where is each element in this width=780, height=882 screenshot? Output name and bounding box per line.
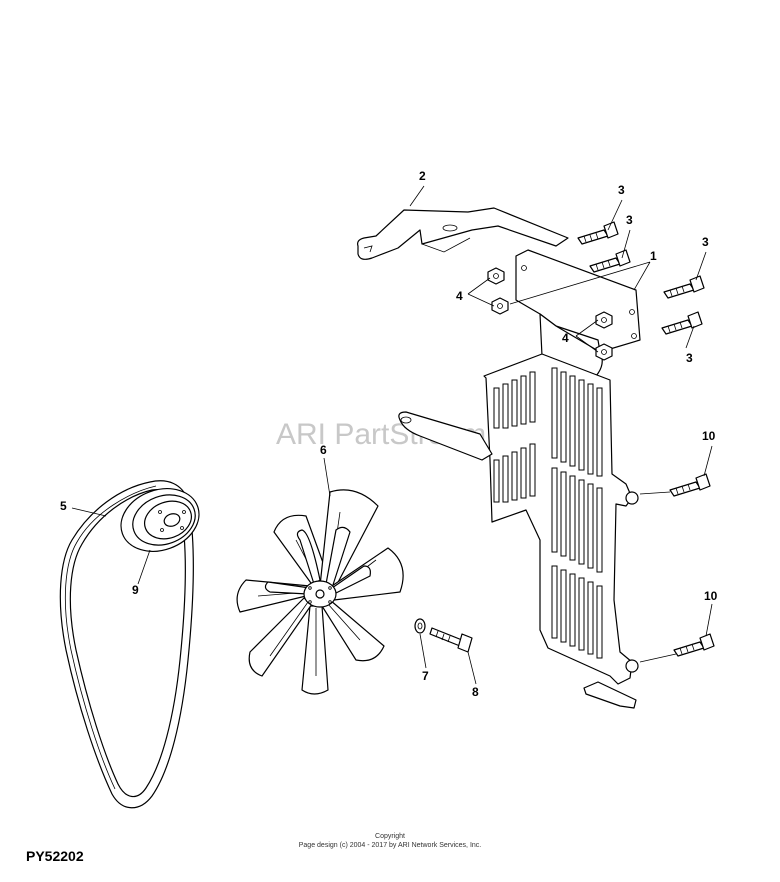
callout-7[interactable]: 7: [422, 669, 429, 683]
callout-3[interactable]: 3: [626, 213, 633, 227]
part-10-screw[interactable]: [669, 473, 711, 497]
part-3-screw[interactable]: [589, 249, 631, 273]
part-4-nut[interactable]: [491, 297, 509, 315]
callout-4[interactable]: 4: [456, 289, 463, 303]
callout-10[interactable]: 10: [704, 589, 718, 603]
part-8-bolt[interactable]: [429, 627, 473, 653]
part-7-washer[interactable]: [414, 618, 426, 634]
part-3-screw[interactable]: [663, 275, 705, 299]
part-4-nut[interactable]: [487, 267, 505, 285]
figure-id: PY52202: [26, 848, 84, 864]
callout-1[interactable]: 1: [650, 249, 657, 263]
part-5-belt[interactable]: [59, 480, 194, 809]
part-2-bracket-arm[interactable]: [357, 207, 569, 260]
part-3-screw[interactable]: [577, 221, 619, 245]
callout-6[interactable]: 6: [320, 443, 327, 457]
leader-lines: [71, 185, 713, 685]
part-6-fan[interactable]: [236, 489, 404, 695]
copyright-line-2: Page design (c) 2004 - 2017 by ARI Netwo…: [298, 842, 482, 849]
copyright-notice: Copyright Page design (c) 2004 - 2017 by…: [240, 832, 540, 850]
callout-5[interactable]: 5: [60, 499, 67, 513]
part-4-nut[interactable]: [595, 343, 613, 361]
callout-4[interactable]: 4: [562, 331, 569, 345]
part-9-pulley[interactable]: [112, 478, 208, 562]
part-3-screw[interactable]: [661, 311, 703, 335]
callout-3[interactable]: 3: [686, 351, 693, 365]
callout-3[interactable]: 3: [702, 235, 709, 249]
callout-10[interactable]: 10: [702, 429, 716, 443]
callout-9[interactable]: 9: [132, 583, 139, 597]
part-4-nut[interactable]: [595, 311, 613, 329]
callout-8[interactable]: 8: [472, 685, 479, 699]
callout-2[interactable]: 2: [419, 169, 426, 183]
copyright-line-1: Copyright: [375, 833, 405, 840]
callout-3[interactable]: 3: [618, 183, 625, 197]
part-10-screw[interactable]: [673, 633, 715, 657]
